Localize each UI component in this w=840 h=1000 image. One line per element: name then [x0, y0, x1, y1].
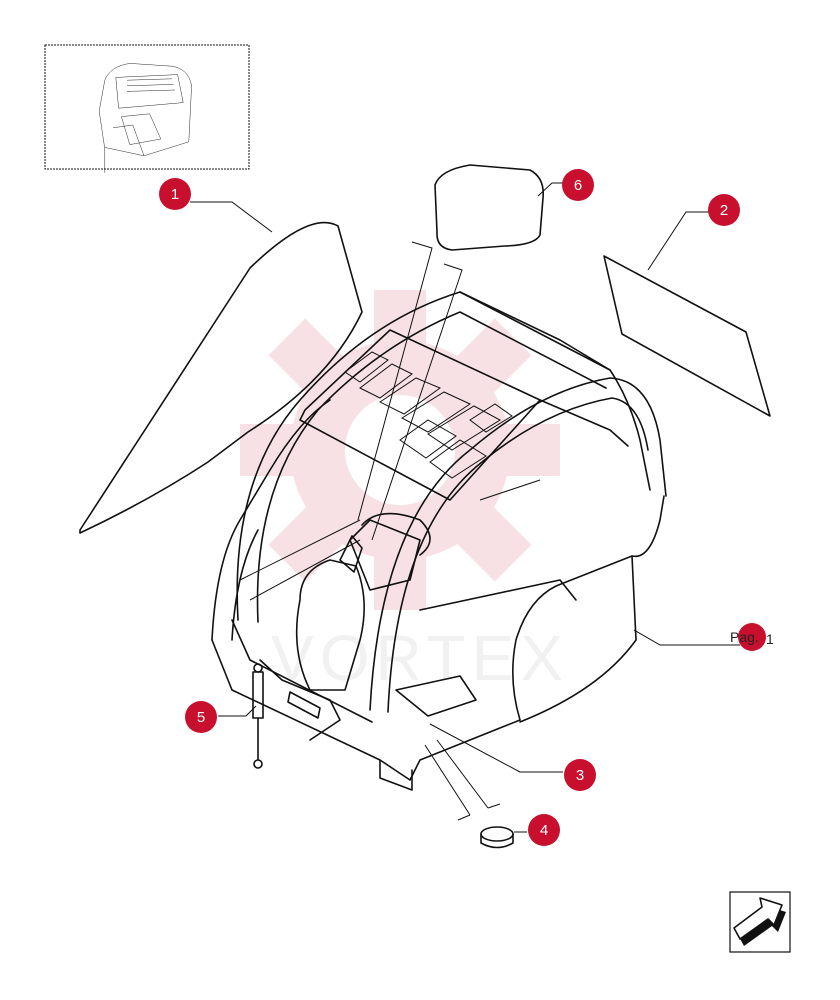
svg-text:4: 4	[540, 822, 548, 839]
thumbnail-inset	[44, 44, 250, 173]
svg-text:VORTEX: VORTEX	[271, 622, 569, 694]
round-cap	[480, 826, 514, 849]
next-page-button[interactable]	[729, 891, 791, 953]
svg-text:3: 3	[576, 767, 584, 784]
arrow-right-icon	[733, 897, 786, 946]
side-window-glass	[79, 221, 363, 534]
callout-3[interactable]: 3	[564, 759, 596, 791]
cab-frame	[211, 291, 667, 791]
svg-text:1: 1	[766, 631, 774, 647]
watermark: VORTEX	[240, 290, 569, 694]
callout-6[interactable]: 6	[562, 169, 594, 201]
svg-text:5: 5	[197, 709, 205, 726]
svg-text:1: 1	[171, 186, 179, 203]
leader-lines	[190, 182, 740, 833]
svg-text:6: 6	[574, 177, 582, 194]
callout-1[interactable]: 1	[159, 178, 191, 210]
gas-strut	[252, 663, 264, 769]
svg-text:2: 2	[720, 202, 728, 219]
callout-4[interactable]: 4	[528, 814, 560, 846]
headrest	[434, 164, 545, 251]
callout-2[interactable]: 2	[708, 194, 740, 226]
callout-5[interactable]: 5	[185, 701, 217, 733]
page-reference[interactable]: Pag. 1	[730, 623, 774, 651]
svg-text:Pag.: Pag.	[730, 629, 759, 645]
rear-window-glass	[603, 255, 771, 417]
